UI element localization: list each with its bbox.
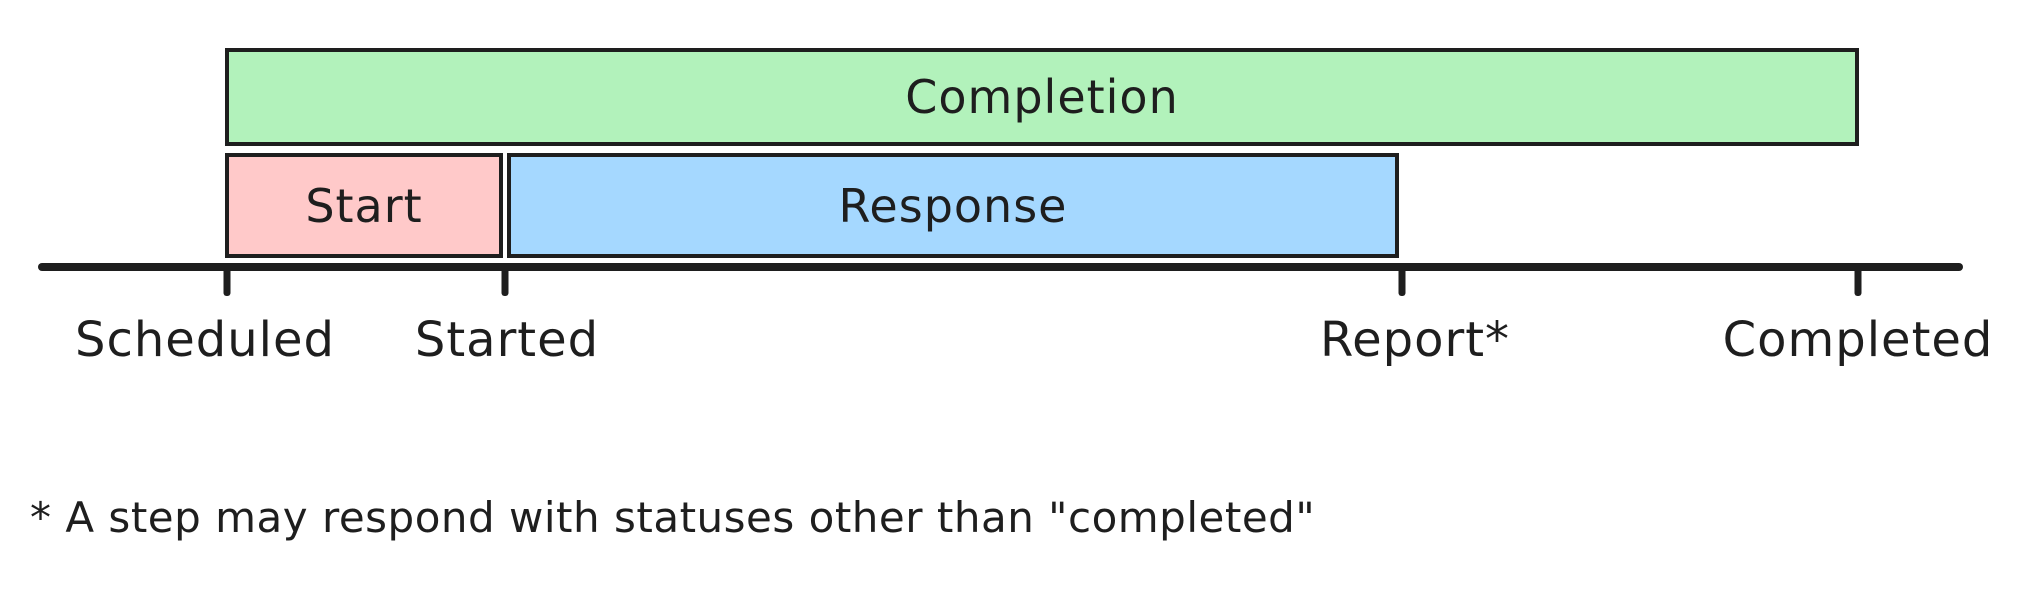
timeline-axis: [38, 263, 1963, 271]
milestone-label-scheduled: Scheduled: [74, 312, 336, 368]
response-bar-label: Response: [838, 178, 1068, 233]
footnote: * A step may respond with statuses other…: [30, 493, 1316, 542]
tick-completed: [1854, 266, 1862, 296]
milestone-label-report: Report*: [1319, 312, 1511, 368]
tick-scheduled: [223, 266, 231, 296]
response-bar: Response: [507, 153, 1399, 258]
milestone-label-started: Started: [414, 312, 600, 368]
milestone-label-completed: Completed: [1722, 312, 1994, 368]
completion-bar-label: Completion: [905, 70, 1179, 124]
tick-started: [501, 266, 509, 296]
start-bar-label: Start: [305, 178, 423, 233]
completion-bar: Completion: [225, 48, 1859, 146]
tick-report: [1398, 266, 1406, 296]
start-bar: Start: [225, 153, 503, 258]
